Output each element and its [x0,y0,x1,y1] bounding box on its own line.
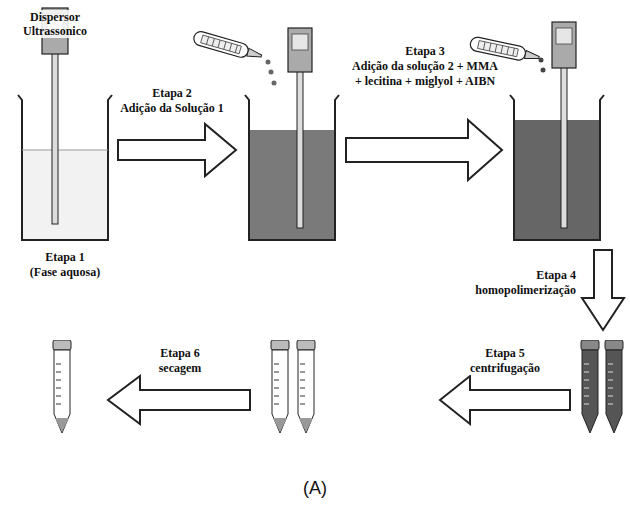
step-description: homopolimerização [473,283,578,297]
step-label: Etapa 6 [158,346,202,360]
device-label: Dispersor Ultrassonico [17,10,93,38]
step-label: Etapa 1 [43,250,87,264]
step-description: (Fase aquosa) [28,265,102,279]
step-description: secagem [157,361,204,375]
step-description: Adição da solução 2 + MMA [350,59,500,73]
beaker [18,95,112,240]
block-arrow [118,124,236,176]
block-arrow [346,120,502,180]
block-arrow [440,376,570,424]
step-label: Etapa 2 [150,86,194,100]
tube [581,340,599,433]
step-description: centrifugação [468,361,542,375]
ultrasonic-disperser [42,8,68,224]
ultrasonic-disperser [288,28,312,228]
step-label: Etapa 3 [403,44,447,58]
step-label: Etapa 5 [483,346,527,360]
tube [271,340,289,433]
tube [605,340,623,433]
step-description: + lecitina + miglyol + AIBN [353,74,497,88]
step-description: Adição da Solução 1 [118,101,226,115]
block-arrow [582,250,624,330]
ultrasonic-disperser [552,22,576,228]
step-label: Etapa 4 [534,268,578,282]
beaker [510,95,604,240]
figure-caption: (A) [303,478,327,499]
beaker [245,95,339,240]
block-arrow [108,376,250,424]
tube [297,340,315,433]
pipette [192,30,276,86]
tube [53,340,71,433]
